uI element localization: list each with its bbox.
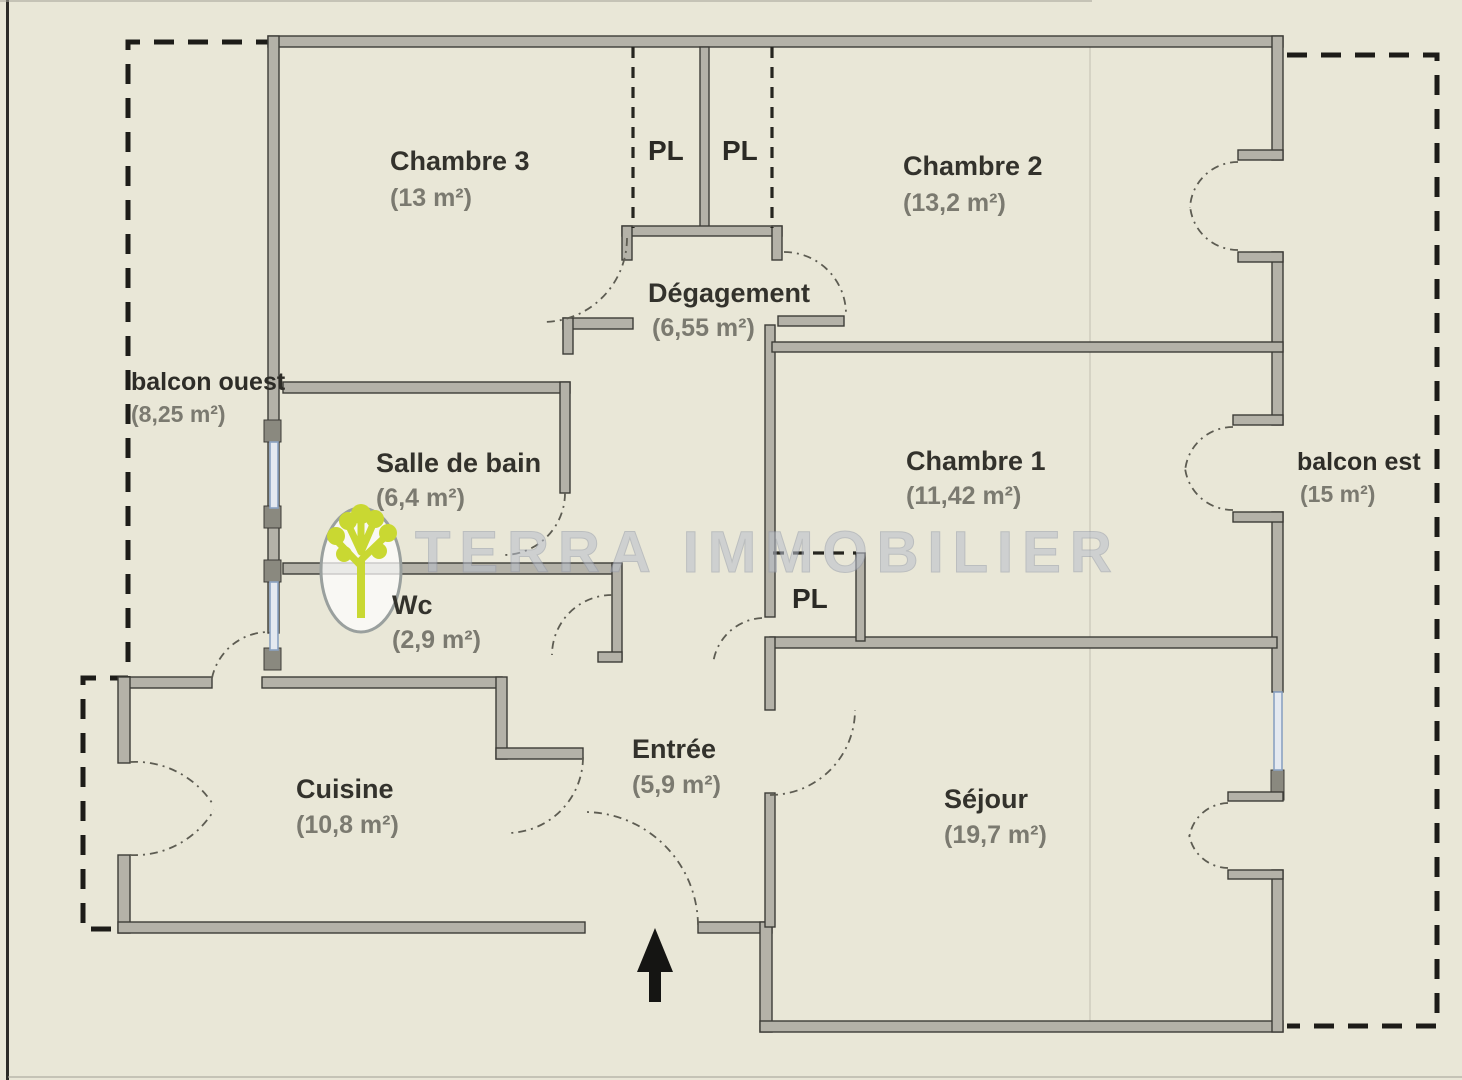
watermark: TERRA IMMOBILIER — [319, 504, 1121, 634]
room-label-sejour: Séjour — [944, 784, 1029, 814]
balcony-label-ouest: balcon ouest — [131, 368, 286, 396]
balcon-ouest-outline — [80, 39, 276, 932]
balcony-label-est: balcon est — [1297, 448, 1421, 476]
closet-label-pl-2: PL — [722, 135, 758, 166]
room-area-entree: (5,9 m²) — [632, 771, 721, 799]
balcony-area-est: (15 m²) — [1300, 481, 1375, 507]
closet-label-pl-3: PL — [792, 583, 828, 614]
tree-logo-icon — [327, 504, 397, 618]
balcon-est-outline — [1287, 52, 1440, 1029]
room-area-chambre-3: (13 m²) — [390, 184, 472, 212]
balcony-area-ouest: (8,25 m²) — [131, 401, 226, 427]
room-area-cuisine: (10,8 m²) — [296, 811, 399, 839]
room-label-wc: Wc — [392, 590, 433, 620]
room-area-sejour: (19,7 m²) — [944, 821, 1047, 849]
room-area-chambre-2: (13,2 m²) — [903, 189, 1006, 217]
room-area-chambre-1: (11,42 m²) — [906, 482, 1021, 510]
room-area-salle-de-bain: (6,4 m²) — [376, 484, 465, 512]
window-west-2 — [269, 581, 279, 651]
room-labels: Chambre 3 (13 m²) PL PL Chambre 2 (13,2 … — [131, 135, 1421, 849]
room-label-chambre-3: Chambre 3 — [390, 146, 530, 176]
room-label-chambre-2: Chambre 2 — [903, 151, 1043, 181]
room-label-cuisine: Cuisine — [296, 774, 394, 804]
room-label-entree: Entrée — [632, 734, 716, 764]
window-west-1 — [269, 441, 279, 509]
room-label-chambre-1: Chambre 1 — [906, 446, 1046, 476]
page-bottom-line — [8, 1076, 1462, 1078]
page-edge-line — [6, 0, 9, 1080]
closet-label-pl-1: PL — [648, 135, 684, 166]
window-sejour — [1273, 691, 1283, 771]
room-label-degagement: Dégagement — [648, 278, 810, 308]
watermark-brand: TERRA IMMOBILIER — [415, 520, 1121, 585]
room-area-wc: (2,9 m²) — [392, 626, 481, 654]
closet-partitions — [631, 47, 856, 555]
room-label-salle-de-bain: Salle de bain — [376, 448, 541, 478]
entrance-arrow-icon — [637, 928, 673, 1002]
room-area-degagement: (6,55 m²) — [652, 314, 755, 342]
page-top-line — [0, 0, 1092, 2]
door-arcs — [129, 161, 1239, 926]
